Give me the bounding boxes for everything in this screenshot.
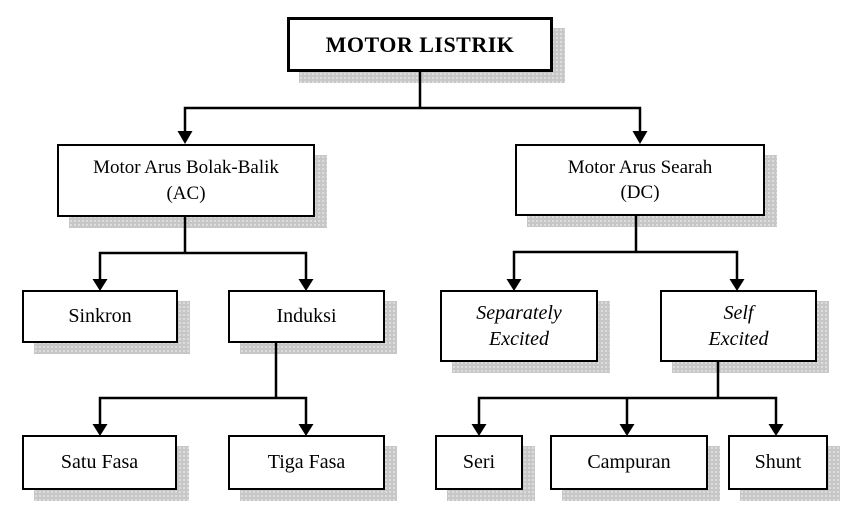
node-sublabel: (AC)	[166, 182, 206, 204]
arrowhead-seri	[471, 424, 487, 436]
node-label: Seri	[462, 451, 496, 474]
arrowhead-ac	[177, 131, 193, 144]
node-label: Tiga Fasa	[267, 451, 346, 474]
node-label: Campuran	[587, 451, 671, 474]
node-motor-arus-searah-dc: Motor Arus Searah (DC)	[515, 144, 765, 216]
node-label: MOTOR LISTRIK	[325, 31, 515, 57]
node-label: Separately	[476, 301, 562, 324]
arrowhead-tiga-fasa	[298, 424, 314, 436]
arrowhead-campuran	[619, 424, 635, 436]
edge-induksi-children	[98, 342, 308, 426]
node-label: Satu Fasa	[60, 451, 139, 474]
node-shunt: Shunt	[728, 435, 828, 490]
node-label: Sinkron	[68, 305, 132, 328]
node-label: Shunt	[754, 451, 802, 474]
node-sinkron: Sinkron	[22, 290, 178, 343]
node-seri: Seri	[435, 435, 523, 490]
node-separately-excited: Separately Excited	[440, 290, 598, 362]
arrowhead-self-excited	[729, 279, 745, 291]
node-satu-fasa: Satu Fasa	[22, 435, 177, 490]
edge-root-children	[183, 71, 642, 133]
edge-self-excited-children	[477, 361, 778, 426]
node-campuran: Campuran	[550, 435, 708, 490]
node-motor-listrik: MOTOR LISTRIK	[287, 17, 553, 72]
arrowhead-dc	[632, 131, 648, 144]
node-tiga-fasa: Tiga Fasa	[228, 435, 385, 490]
node-sublabel: Excited	[708, 328, 769, 350]
node-induksi: Induksi	[228, 290, 385, 343]
node-label: Induksi	[276, 305, 337, 328]
arrowhead-induksi	[298, 279, 314, 291]
arrowhead-satu-fasa	[92, 424, 108, 436]
node-motor-arus-bolak-balik-ac: Motor Arus Bolak-Balik (AC)	[57, 144, 315, 217]
node-sublabel: Excited	[489, 328, 549, 350]
arrowhead-separately-excited	[506, 279, 522, 291]
node-label: Motor Arus Bolak-Balik	[93, 157, 279, 179]
node-label: Self	[723, 301, 754, 324]
node-label: Motor Arus Searah	[567, 156, 713, 178]
node-self-excited: Self Excited	[660, 290, 817, 362]
edge-ac-children	[98, 216, 308, 281]
arrowhead-shunt	[768, 424, 784, 436]
node-sublabel: (DC)	[620, 182, 660, 203]
arrowhead-sinkron	[92, 279, 108, 291]
edge-dc-children	[512, 215, 739, 281]
